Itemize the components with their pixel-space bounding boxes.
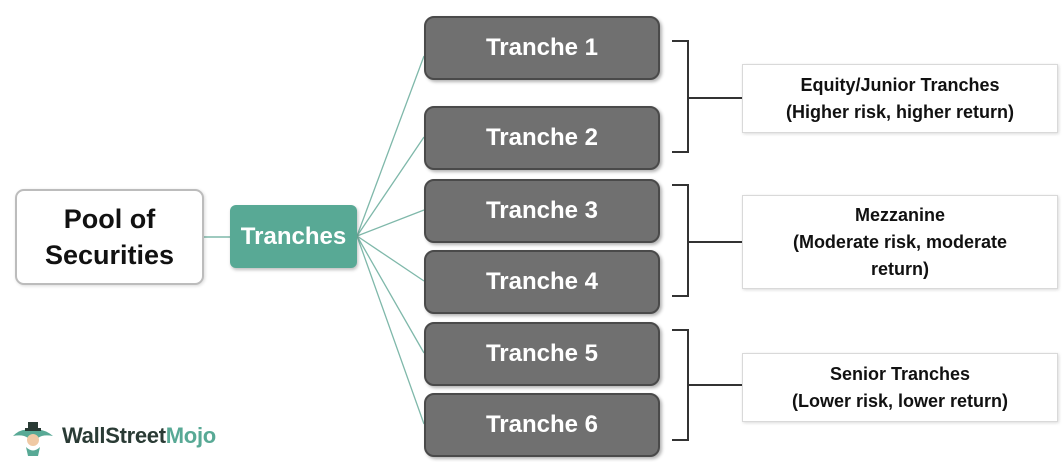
pool-of-securities-label: Pool of Securities [44, 204, 175, 270]
tranche-6-box: Tranche 6 [424, 393, 660, 457]
connector-tranche-5 [356, 235, 425, 354]
tranche-3-box: Tranche 3 [424, 179, 660, 243]
senior-category-label: Senior Tranches (Lower risk, lower retur… [791, 363, 1009, 411]
bracket-mezzanine [672, 184, 743, 297]
logo-text-wallstreet: WallStreet [62, 423, 166, 448]
tranches-hub-label: Tranches [240, 222, 347, 250]
equity-junior-category-box: Equity/Junior Tranches (Higher risk, hig… [742, 64, 1058, 133]
mezzanine-category-box: Mezzanine (Moderate risk, moderate retur… [742, 195, 1058, 289]
bracket-equity [672, 40, 743, 153]
tranche-label: Tranche 2 [485, 124, 599, 151]
bracket-senior [672, 329, 743, 441]
wallstreetmojo-logo: WallStreetMojo [10, 416, 216, 456]
senior-category-box: Senior Tranches (Lower risk, lower retur… [742, 353, 1058, 422]
connector-tranche-6 [356, 235, 425, 425]
logo-text-mojo: Mojo [165, 423, 216, 448]
connector-tranche-4 [356, 235, 425, 282]
connector-tranche-1 [356, 55, 425, 237]
mezzanine-category-label: Mezzanine (Moderate risk, moderate retur… [792, 204, 1008, 279]
tranche-label: Tranche 5 [485, 340, 599, 367]
pool-of-securities-node: Pool of Securities [15, 189, 204, 285]
connector-tranche-3 [356, 209, 425, 237]
tranche-2-box: Tranche 2 [424, 106, 660, 170]
hub-to-tranche-connectors [356, 55, 425, 425]
tranche-label: Tranche 4 [485, 268, 599, 295]
mascot-icon [13, 422, 53, 456]
tranche-4-box: Tranche 4 [424, 250, 660, 314]
tranche-label: Tranche 6 [485, 411, 599, 438]
tranche-1-box: Tranche 1 [424, 16, 660, 80]
equity-junior-category-label: Equity/Junior Tranches (Higher risk, hig… [785, 74, 1015, 122]
connector-tranche-2 [356, 136, 425, 237]
tranche-label: Tranche 1 [485, 34, 599, 61]
tranches-hub-node: Tranches [230, 205, 357, 268]
tranche-5-box: Tranche 5 [424, 322, 660, 386]
tranche-label: Tranche 3 [485, 197, 599, 224]
